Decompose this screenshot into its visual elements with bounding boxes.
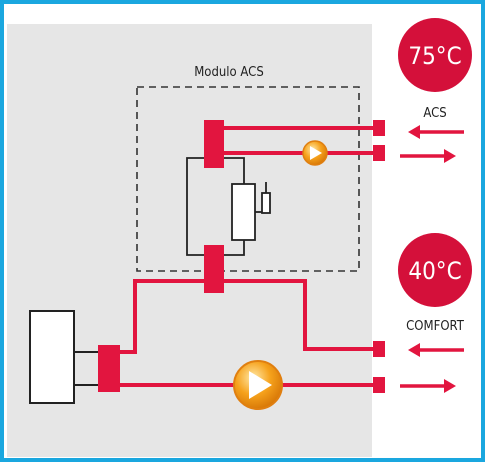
acs-label: ACS [423, 106, 446, 121]
arrow-left-icon-head [408, 125, 420, 139]
arrow-left-icon-head [408, 343, 420, 357]
comfort-to-boiler-pipe [118, 279, 206, 354]
arrow-right-icon-head [444, 379, 456, 393]
comfort-return-pipe [222, 279, 378, 351]
acs-return-port [373, 145, 385, 161]
acs-arrows [400, 125, 464, 163]
acs-temperature-badge [398, 18, 472, 92]
module-top-connector [204, 120, 224, 168]
acs-temperature: 75°C [408, 42, 461, 70]
arrow-right-icon-head [444, 149, 456, 163]
module-acs-title: Modulo ACS [194, 65, 264, 80]
comfort-temperature: 40°C [408, 257, 461, 285]
acs-supply-port [373, 120, 385, 136]
heat-generator-box [29, 310, 75, 404]
module-bottom-connector [204, 245, 224, 293]
comfort-arrows [400, 343, 464, 393]
comfort-label: COMFORT [406, 319, 465, 334]
pump-icon [233, 360, 283, 410]
comfort-supply-port [373, 377, 385, 393]
comfort-temperature-badge [398, 233, 472, 307]
pump-icon [302, 140, 328, 166]
comfort-return-port [373, 341, 385, 357]
boiler-connector [98, 345, 120, 392]
heat-exchanger [186, 157, 271, 256]
module-acs-box [136, 86, 360, 272]
